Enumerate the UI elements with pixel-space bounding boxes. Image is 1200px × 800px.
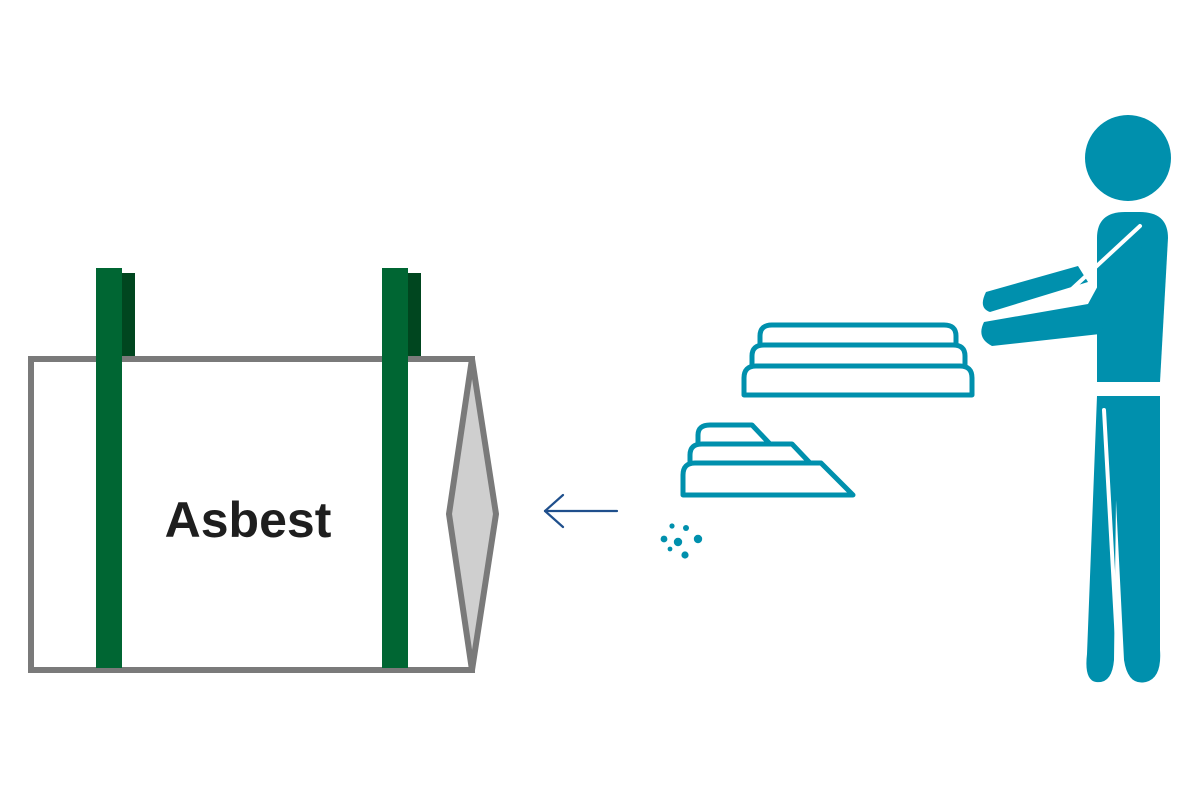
strap-front-left — [96, 268, 122, 668]
person-arm-front — [981, 216, 1152, 346]
person-legs — [1086, 396, 1161, 683]
strap-back-right — [406, 273, 421, 359]
strap-back-left — [120, 273, 135, 359]
stacked-plates-icon — [741, 322, 975, 398]
person-head — [1085, 115, 1171, 201]
strap-front-right — [382, 268, 408, 668]
person-icon — [981, 115, 1171, 683]
bag-side-gusset — [446, 356, 499, 673]
arrow-left-icon — [543, 493, 619, 529]
person-outline-details — [1058, 224, 1172, 662]
person-torso — [1097, 212, 1168, 382]
person-arm-back — [982, 266, 1088, 312]
broken-plates-icon — [680, 422, 856, 498]
big-bag: Asbest — [28, 268, 499, 673]
bag-label: Asbest — [165, 492, 332, 548]
dust-particles-icon — [660, 523, 703, 559]
